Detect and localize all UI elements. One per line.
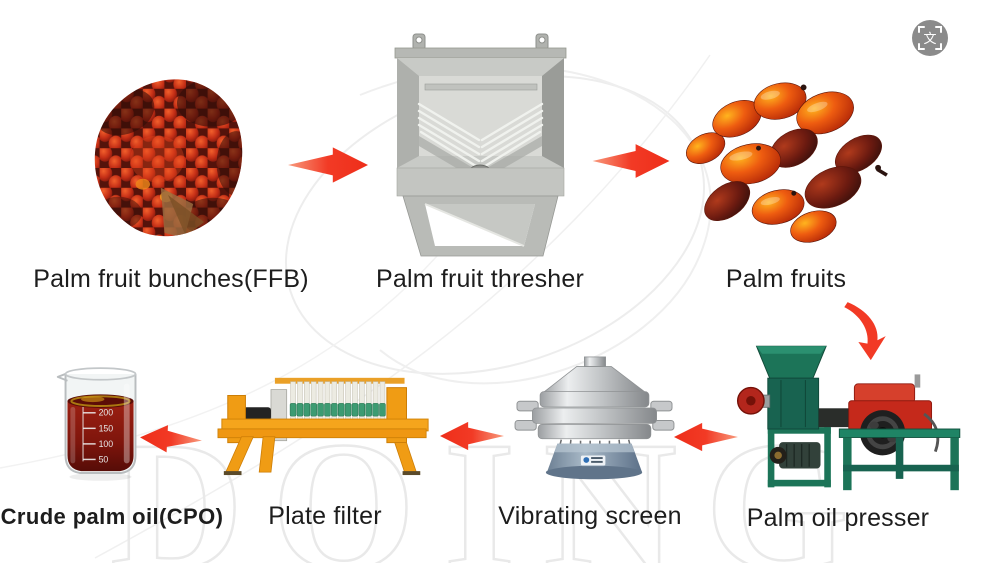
label-crude-palm-oil: Crude palm oil(CPO): [0, 504, 224, 529]
label-palm-oil-presser: Palm oil presser: [746, 504, 930, 532]
arrow-screen-to-filter: [440, 417, 504, 455]
palm-fruit-bunches-image: [78, 68, 258, 250]
label-palm-fruits: Palm fruits: [725, 265, 847, 293]
arrow-thresher-to-fruits: [592, 141, 670, 181]
label-vibrating-screen: Vibrating screen: [498, 502, 682, 530]
label-plate-filter: Plate filter: [268, 502, 382, 530]
label-palm-fruit-thresher: Palm fruit thresher: [375, 265, 585, 293]
translate-icon-glyph: 文: [918, 26, 942, 50]
arrow-fruits-to-presser: [836, 302, 894, 362]
label-palm-fruit-bunches: Palm fruit bunches(FFB): [33, 265, 309, 293]
beaker-tick-100: 100: [99, 439, 114, 449]
plate-filter-image: [212, 368, 437, 478]
svg-text:文: 文: [923, 31, 936, 46]
arrow-ffb-to-thresher: [288, 144, 368, 186]
vibrating-screen-image: [512, 355, 677, 485]
beaker-tick-150: 150: [99, 423, 114, 433]
translate-image-icon[interactable]: 文: [912, 20, 948, 56]
beaker-tick-50: 50: [99, 454, 109, 464]
beaker-tick-200: 200: [99, 408, 114, 418]
palm-oil-presser-image: [735, 333, 970, 493]
crude-palm-oil-image: 200 150 100 50: [50, 362, 152, 484]
arrow-presser-to-screen: [674, 419, 738, 455]
palm-fruit-thresher-image: [383, 28, 578, 263]
palm-fruits-image: [675, 58, 893, 254]
